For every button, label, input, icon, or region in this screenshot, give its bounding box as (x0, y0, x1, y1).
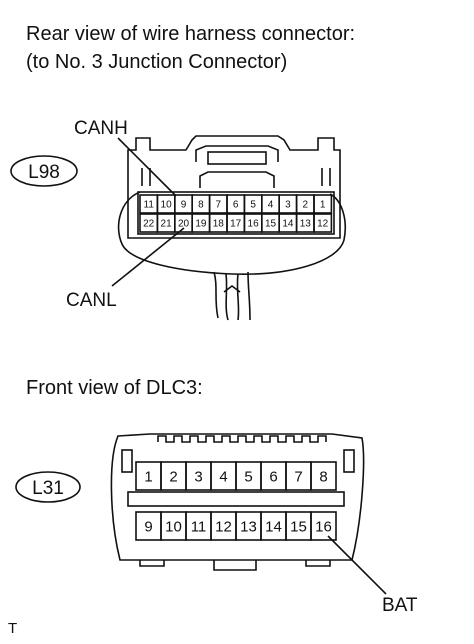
canh-label: CANH (74, 118, 128, 139)
l98-pin-label-20: 20 (178, 219, 190, 230)
l98-pin-label-17: 17 (230, 219, 242, 230)
l31-pin-label-8: 8 (319, 468, 327, 485)
l98-pin-label-11: 11 (144, 200, 155, 211)
l98-pin-label-22: 22 (143, 219, 155, 230)
rear-view-heading-line1: Rear view of wire harness connector: (26, 23, 356, 45)
l31-pin-label-6: 6 (269, 468, 277, 485)
l31-pin-label-2: 2 (169, 468, 177, 485)
l98-pin-cell-12 (313, 213, 333, 233)
connector-l31-left-guide (121, 449, 133, 473)
l98-pin-label-8: 8 (198, 200, 204, 211)
connector-l98-side-ribs (141, 168, 331, 186)
harness-tie (223, 285, 241, 293)
l98-pin-label-7: 7 (216, 200, 222, 211)
l31-pin-cell-16 (310, 511, 337, 541)
l31-pin-label-16: 16 (315, 518, 332, 535)
connector-l98-id-oval (10, 155, 78, 187)
l98-pin-label-5: 5 (250, 200, 256, 211)
l31-pin-label-4: 4 (219, 468, 227, 485)
l31-pin-label-12: 12 (215, 518, 232, 535)
bat-label: BAT (382, 595, 418, 616)
canl-callout-line (111, 227, 185, 287)
connector-l31-center-bar (127, 491, 345, 507)
l31-pin-label-14: 14 (265, 518, 282, 535)
l98-pin-label-4: 4 (268, 200, 274, 211)
l31-pin-label-10: 10 (165, 518, 182, 535)
connector-l31 (15, 433, 387, 595)
connector-l98-housing (127, 135, 341, 239)
front-view-heading: Front view of DLC3: (26, 377, 203, 399)
connector-l31-housing (110, 433, 365, 561)
connector-l98-pin-grid (139, 194, 333, 233)
l31-pin-label-13: 13 (240, 518, 257, 535)
l98-pin-label-9: 9 (181, 200, 187, 211)
l98-pin-label-1: 1 (320, 200, 326, 211)
l98-pin-label-2: 2 (303, 200, 309, 211)
connector-l31-top-ridge (157, 435, 327, 443)
l98-pin-label-14: 14 (282, 219, 294, 230)
harness-loop (117, 191, 346, 275)
l98-pin-label-6: 6 (233, 200, 239, 211)
l31-pin-label-15: 15 (290, 518, 307, 535)
footer-mark: T (8, 620, 18, 637)
bat-callout-line (327, 535, 387, 595)
canh-callout-line (117, 137, 177, 197)
connector-l98-id: L98 (28, 162, 60, 183)
l31-pin-cell-8 (310, 461, 337, 491)
l98-pin-label-16: 16 (248, 219, 260, 230)
l31-pin-label-7: 7 (294, 468, 302, 485)
l98-pin-label-21: 21 (161, 219, 173, 230)
connector-l98-pin-block (137, 191, 335, 235)
connector-l98 (10, 135, 346, 321)
l98-pin-label-3: 3 (285, 200, 291, 211)
l98-pin-label-10: 10 (161, 200, 173, 211)
connector-l98-latch-arm (199, 171, 275, 188)
l98-pin-label-15: 15 (265, 219, 277, 230)
connector-l31-bottom-keys (139, 560, 331, 571)
rear-view-heading-line2: (to No. 3 Junction Connector) (26, 51, 288, 73)
connector-l31-id: L31 (32, 478, 64, 499)
l31-pin-label-1: 1 (144, 468, 152, 485)
connector-l98-latch (195, 145, 279, 162)
l98-pin-label-19: 19 (195, 219, 207, 230)
connector-l31-id-oval (15, 471, 81, 503)
l98-pin-label-13: 13 (300, 219, 312, 230)
connector-l31-pin-grid (135, 461, 337, 541)
l98-pin-label-18: 18 (213, 219, 225, 230)
l31-pin-label-3: 3 (194, 468, 202, 485)
connector-l98-latch-window (207, 151, 267, 165)
l31-pin-label-9: 9 (144, 518, 152, 535)
l31-pin-label-5: 5 (244, 468, 252, 485)
harness-wires (213, 271, 251, 321)
l31-pin-label-11: 11 (191, 518, 207, 535)
connector-l31-right-guide (343, 449, 355, 473)
l98-pin-cell-1 (313, 194, 333, 214)
canl-label: CANL (66, 290, 117, 311)
l98-pin-label-12: 12 (317, 219, 329, 230)
